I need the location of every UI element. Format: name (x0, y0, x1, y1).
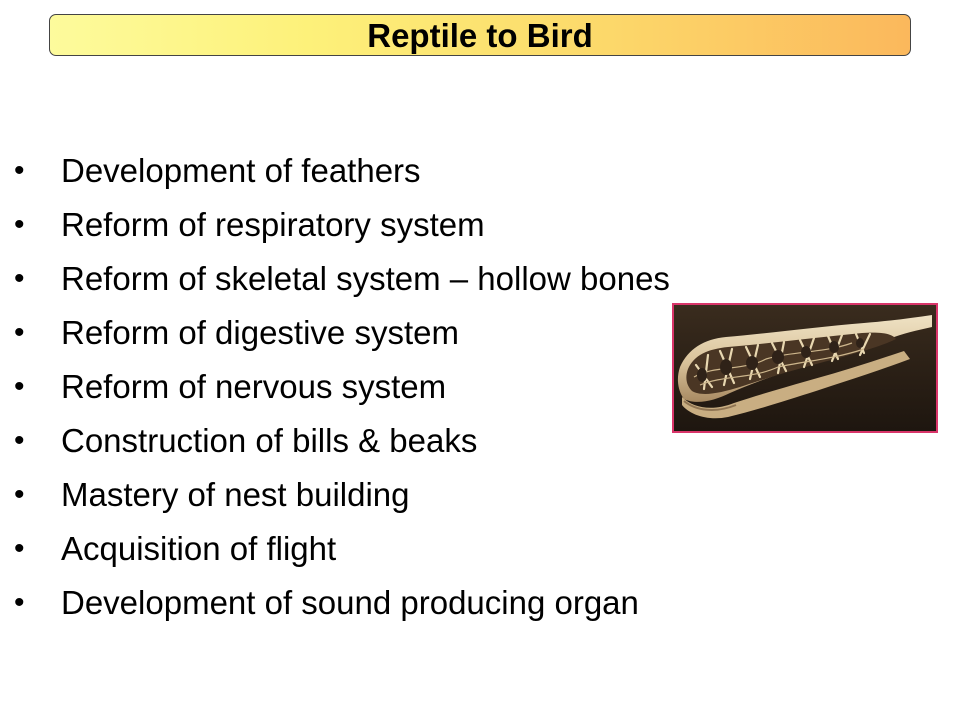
bullet-text: Mastery of nest building (61, 476, 410, 513)
bullet-text: Development of sound producing organ (61, 584, 639, 621)
list-item: • Development of sound producing organ (0, 578, 960, 632)
slide-title: Reptile to Bird (367, 16, 593, 54)
bullet-text: Construction of bills & beaks (61, 422, 478, 459)
bullet-text: Reform of skeletal system – hollow bones (61, 260, 670, 297)
hollow-bone-image (672, 303, 938, 433)
list-item: • Reform of nervous system (0, 362, 960, 416)
list-item: • Development of feathers (0, 146, 960, 200)
list-item: • Reform of skeletal system – hollow bon… (0, 254, 960, 308)
bullet-dot: • (14, 154, 25, 187)
bullet-dot: • (14, 424, 25, 457)
hollow-bone-illustration (674, 305, 936, 431)
list-item: • Reform of digestive system (0, 308, 960, 362)
bullet-text: Reform of respiratory system (61, 206, 485, 243)
list-item: • Reform of respiratory system (0, 200, 960, 254)
list-item: • Mastery of nest building (0, 470, 960, 524)
bullet-dot: • (14, 532, 25, 565)
bullet-dot: • (14, 478, 25, 511)
bullet-text: Reform of nervous system (61, 368, 447, 405)
bullet-text: Acquisition of flight (61, 530, 337, 567)
bullet-text: Development of feathers (61, 152, 421, 189)
bullet-list: • Development of feathers • Reform of re… (0, 146, 960, 632)
bullet-dot: • (14, 316, 25, 349)
bullet-dot: • (14, 262, 25, 295)
list-item: • Construction of bills & beaks (0, 416, 960, 470)
bullet-dot: • (14, 586, 25, 619)
title-bar: Reptile to Bird (49, 14, 911, 56)
bullet-dot: • (14, 370, 25, 403)
bullet-text: Reform of digestive system (61, 314, 459, 351)
list-item: • Acquisition of flight (0, 524, 960, 578)
bullet-dot: • (14, 208, 25, 241)
